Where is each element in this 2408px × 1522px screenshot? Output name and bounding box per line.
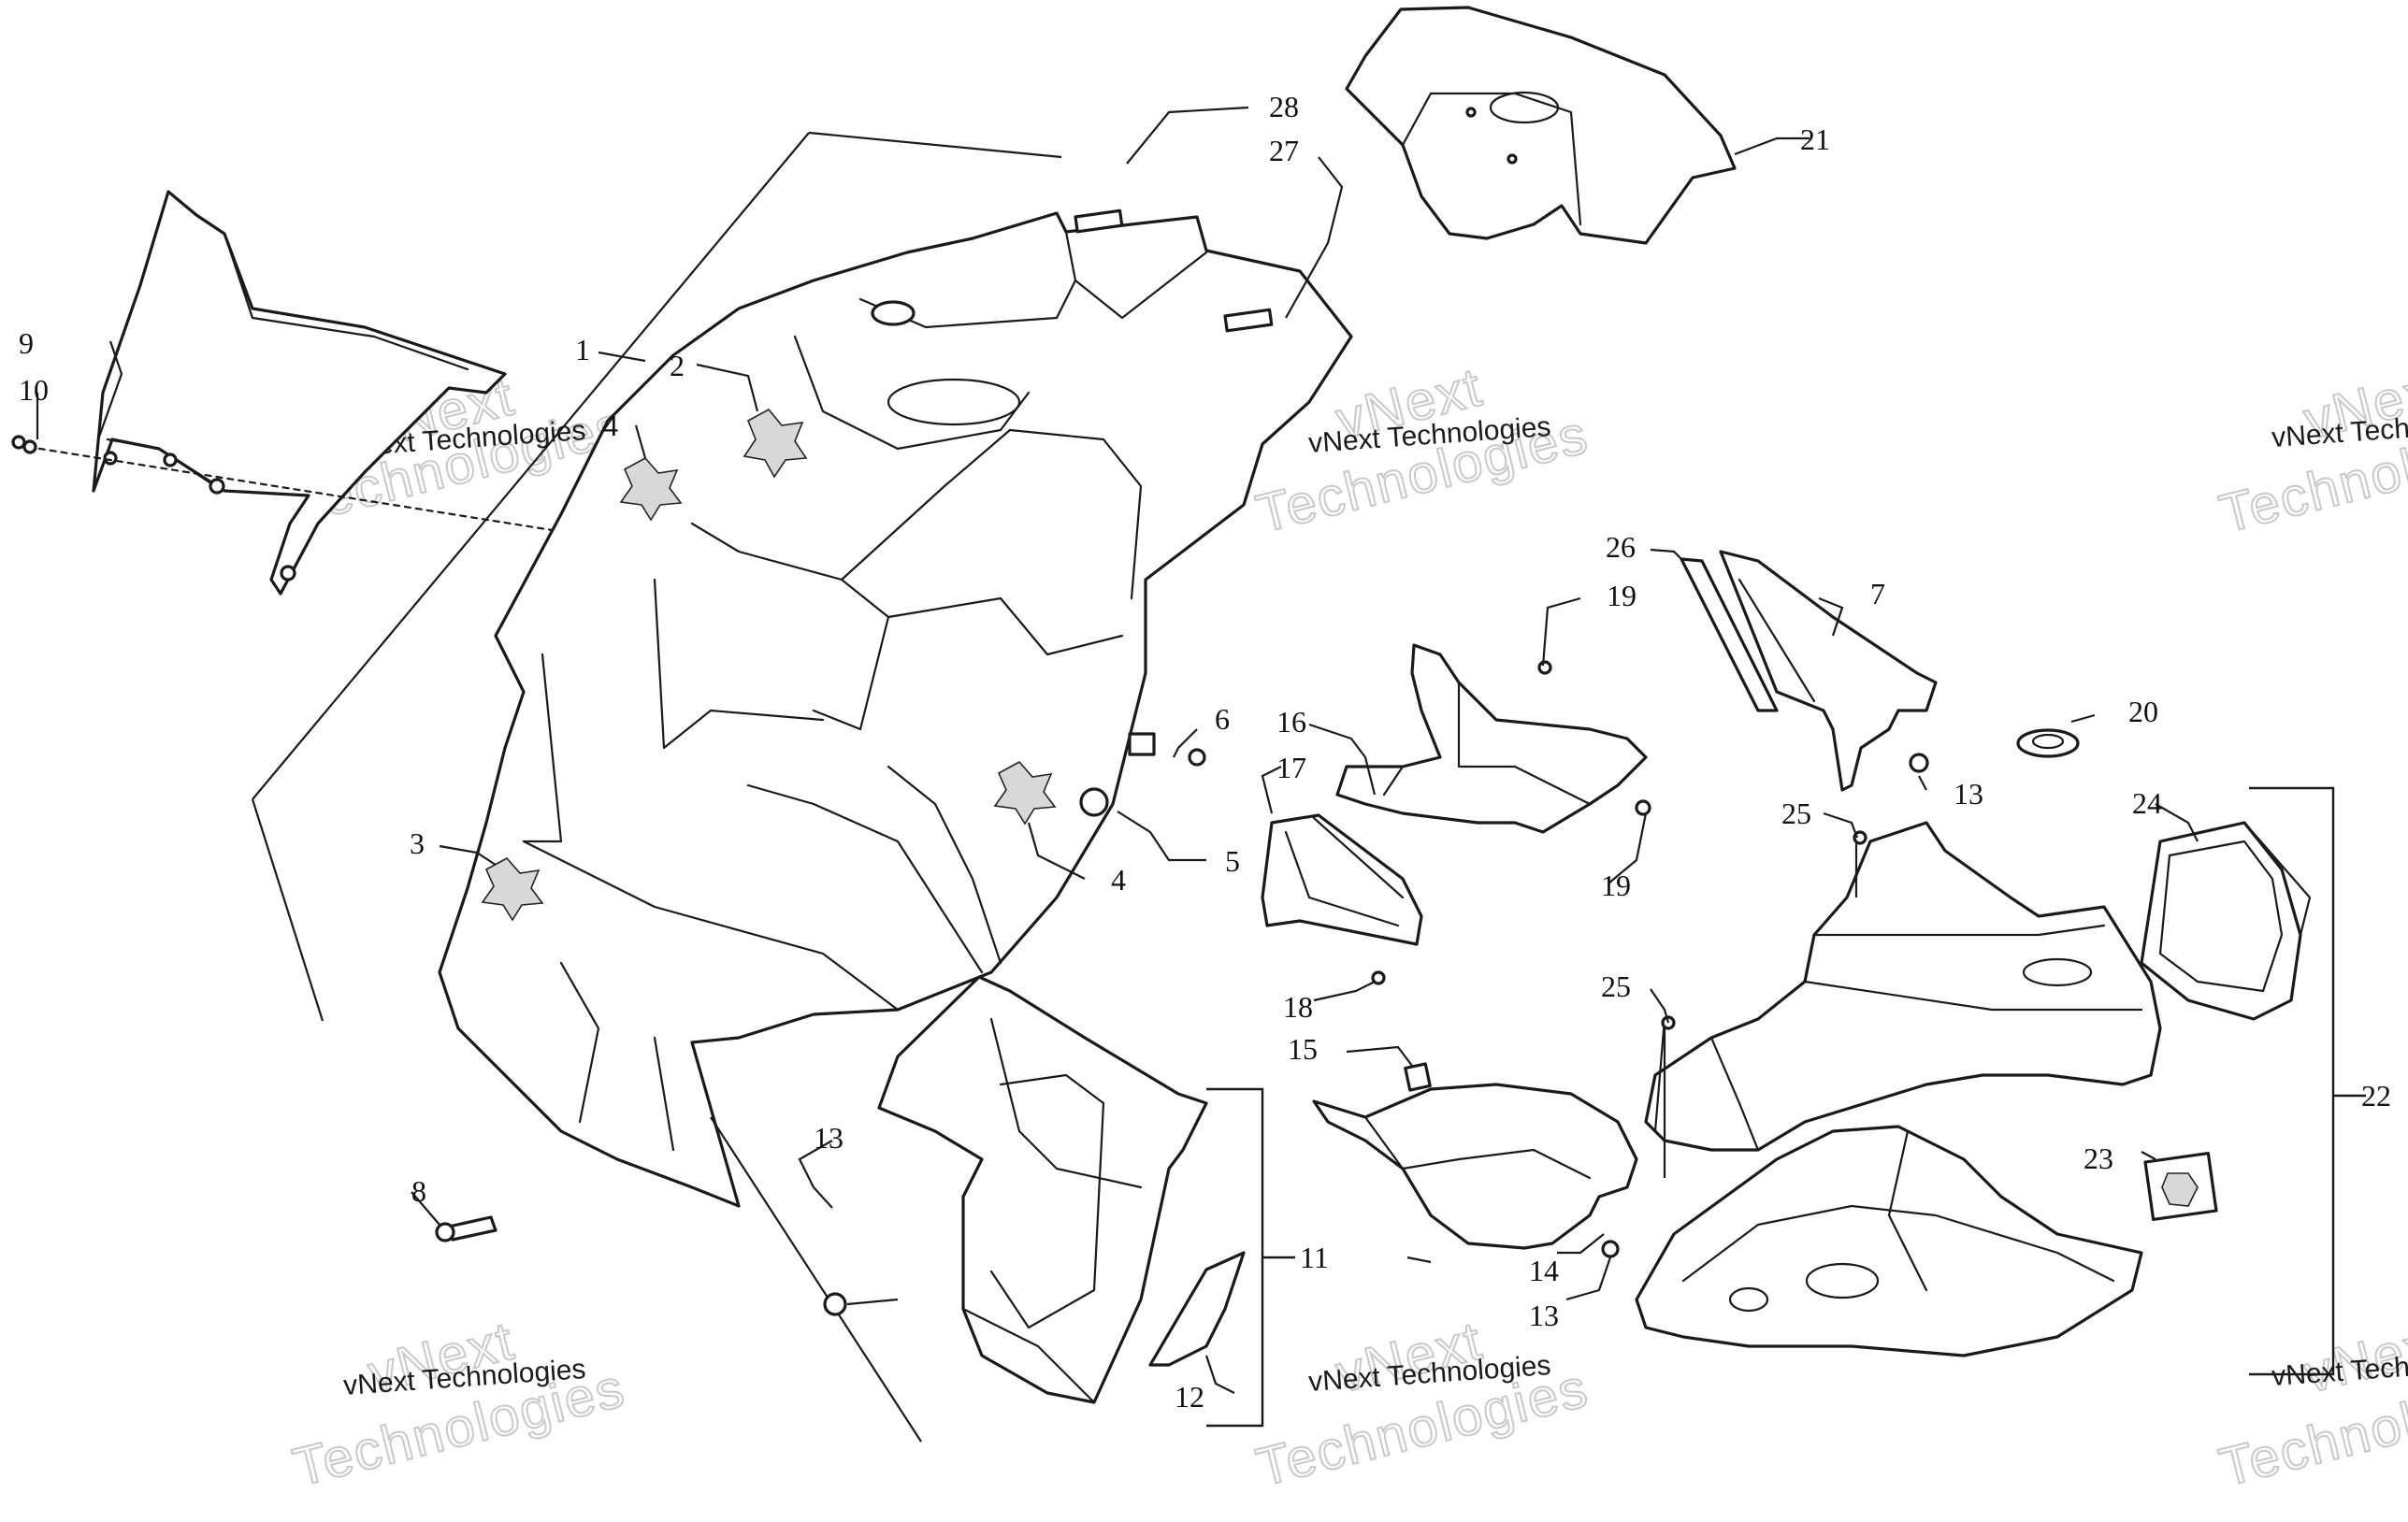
callout-labels: 28 27 21 1 2 9 10 4 26 7 19 6 16 17 20 1…	[19, 90, 2391, 1414]
callout-8: 8	[411, 1174, 426, 1208]
bracket-11	[1206, 1087, 1295, 1428]
callout-6: 6	[1215, 702, 1230, 736]
callout-26: 26	[1606, 530, 1636, 564]
callout-25: 25	[1781, 797, 1811, 830]
part-grommet	[2016, 728, 2080, 758]
callout-12: 12	[1175, 1380, 1204, 1414]
callout-leaders	[36, 106, 2199, 1394]
callout-4: 4	[1111, 863, 1126, 897]
callout-5: 5	[1225, 844, 1240, 878]
bracket-22	[2249, 786, 2366, 1376]
callout-24: 24	[2132, 786, 2162, 820]
callout-10: 10	[19, 373, 49, 407]
callout-2: 2	[670, 349, 685, 382]
callout-28: 28	[1269, 90, 1299, 123]
callout-9: 9	[19, 326, 34, 360]
callout-18: 18	[1283, 990, 1313, 1024]
callout-13: 13	[1529, 1299, 1559, 1332]
callout-16: 16	[1276, 705, 1306, 739]
part-vent-pair	[1680, 550, 1938, 792]
callout-14: 14	[1529, 1254, 1559, 1287]
part-top-cover	[1345, 6, 1737, 245]
callout-17: 17	[1276, 751, 1306, 784]
callout-13: 13	[814, 1121, 844, 1155]
callout-23: 23	[2084, 1142, 2113, 1175]
callout-4: 4	[603, 409, 618, 442]
callout-20: 20	[2128, 695, 2158, 728]
part-airbox-assembly	[1635, 821, 2312, 1357]
callout-25: 25	[1601, 969, 1631, 1003]
part-main-hood	[438, 208, 1353, 1208]
callout-19: 19	[1601, 869, 1631, 902]
callout-21: 21	[1800, 122, 1830, 156]
callout-19: 19	[1607, 579, 1637, 612]
part-lower-duct	[1312, 1062, 1638, 1258]
part-lower-side-panel	[823, 975, 1246, 1404]
callout-15: 15	[1288, 1032, 1318, 1066]
callout-13: 13	[1954, 777, 1983, 811]
callout-27: 27	[1269, 134, 1299, 167]
callout-22: 22	[2361, 1079, 2391, 1113]
part-screw-10	[11, 435, 37, 454]
callout-11: 11	[1300, 1241, 1329, 1274]
part-filter-element	[2143, 1151, 2218, 1222]
fasteners	[435, 660, 1867, 1242]
callout-3: 3	[410, 826, 425, 860]
part-center-duct	[1261, 643, 1648, 946]
callout-1: 1	[575, 333, 590, 366]
callout-7: 7	[1870, 577, 1885, 610]
